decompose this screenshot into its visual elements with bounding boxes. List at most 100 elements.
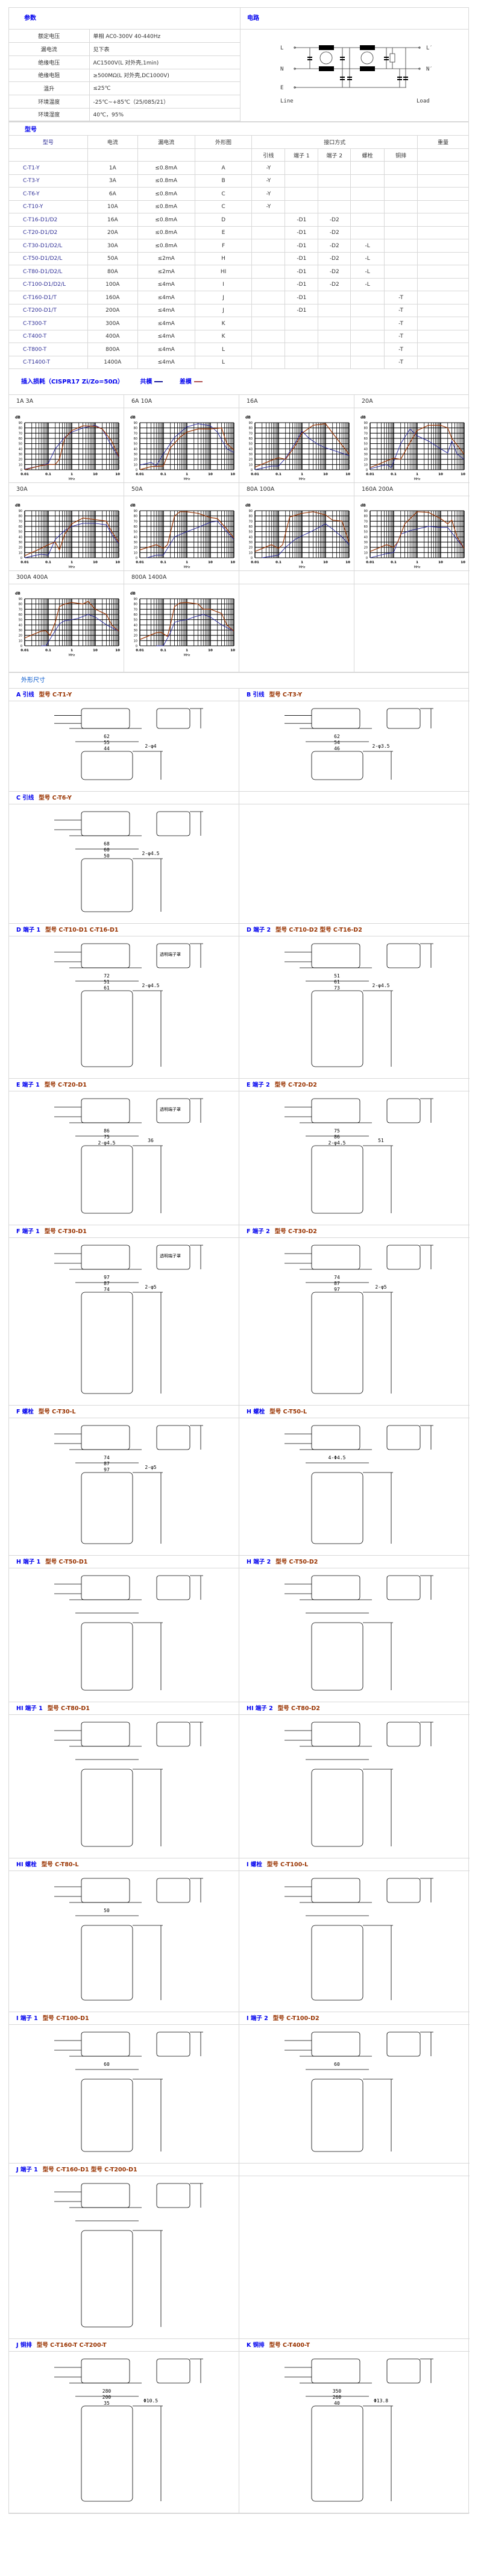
model-bus — [384, 265, 418, 279]
y-axis-label: dB — [130, 592, 136, 596]
circuit-label-e: E — [280, 85, 283, 91]
x-tick-label: 100 — [461, 561, 465, 564]
model-lead — [251, 277, 286, 292]
y-tick-label: 10 — [19, 640, 22, 643]
side-view-body — [311, 1098, 360, 1123]
model-weight — [417, 291, 469, 305]
side-view-body — [311, 1425, 360, 1450]
legend-dm-swatch — [193, 381, 203, 383]
param-value: 单相 AC0-300V 40-440Hz — [89, 30, 240, 43]
outline-code: I 端子 2 — [247, 2015, 268, 2022]
series-common-mode — [139, 423, 234, 467]
param-row: 额定电压单相 AC0-300V 40-440Hz — [9, 30, 240, 43]
x-tick-label: 0.1 — [45, 649, 51, 652]
param-value: 见下表 — [89, 42, 240, 56]
side-view-body — [81, 2183, 130, 2208]
circuit-label-n: N — [280, 66, 283, 72]
y-tick-label: 0 — [136, 469, 137, 472]
series-common-mode — [254, 431, 350, 470]
terminal-cover-note: 透明端子罩 — [160, 1106, 181, 1112]
model-bus: -T — [384, 343, 418, 356]
y-tick-label: 10 — [364, 552, 368, 555]
model-current: 300A — [87, 317, 138, 330]
x-tick-label: 100 — [230, 473, 235, 476]
y-tick-label: 60 — [19, 525, 22, 529]
outline-drawing — [54, 1575, 203, 1691]
circuit-title: 电路 — [241, 8, 468, 30]
y-tick-label: 0 — [20, 557, 22, 560]
top-view-body — [81, 751, 133, 780]
x-tick-label: 100 — [115, 649, 120, 652]
end-view-body — [386, 2031, 421, 2057]
model-lead — [251, 317, 286, 330]
model-weight — [417, 265, 469, 279]
drawing-body-row: 50 — [9, 1871, 470, 2013]
model-outline: J — [194, 291, 253, 305]
dimension-label: 62 — [334, 734, 340, 739]
y-tick-label: 50 — [19, 443, 22, 446]
model-weight — [417, 251, 469, 266]
y-tick-label: 60 — [19, 613, 22, 617]
outline-code: H 螺栓 — [247, 1409, 265, 1416]
model-t1 — [285, 317, 319, 330]
model-current: 200A — [87, 303, 138, 318]
side-view-body — [311, 1245, 360, 1270]
top-view-body — [311, 1622, 363, 1691]
end-view-body — [156, 1098, 190, 1123]
model-t1 — [285, 355, 319, 370]
dimension-label: 87 — [104, 1461, 110, 1466]
model-lead — [251, 355, 286, 370]
model-current: 1400A — [87, 355, 138, 370]
side-view-body — [81, 2358, 130, 2384]
series-common-mode — [24, 523, 119, 558]
y-tick-label: 70 — [19, 432, 22, 436]
x-tick-label: 0.01 — [251, 473, 259, 476]
model-bus: -T — [384, 317, 418, 330]
col-outline: 外形图 — [194, 135, 253, 149]
model-t1 — [285, 161, 319, 175]
outline-models: 型号 C-T10-D1 C-T16-D1 — [45, 927, 119, 934]
y-tick-label: 20 — [134, 546, 137, 550]
dimension-label: 51 — [104, 979, 110, 985]
param-value: AC1500V(L 对外壳,1min) — [89, 55, 240, 69]
model-name: C-T160-D1/T — [8, 291, 88, 305]
model-bolt — [350, 291, 385, 305]
model-weight — [417, 329, 469, 344]
drawing-header-row: C 引线型号 C-T6-Y — [9, 792, 470, 805]
dimension-label: 2-φ4.5 — [329, 1140, 346, 1146]
col-current: 电流 — [87, 135, 138, 149]
model-bolt — [350, 200, 385, 214]
end-view-body — [386, 1425, 421, 1450]
model-t1: -D1 — [285, 226, 319, 240]
outline-models: 型号 C-T20-D2 — [274, 1082, 317, 1089]
dimension-label: 55 — [104, 740, 110, 745]
model-weight — [417, 277, 469, 292]
y-tick-label: 60 — [364, 437, 368, 441]
param-row: 漏电流见下表 — [9, 42, 240, 56]
side-view-body — [81, 2031, 130, 2057]
model-name: C-T16-D1/D2 — [8, 213, 88, 227]
dimension-label: 200 — [102, 2394, 112, 2400]
top-view-body — [311, 1292, 363, 1394]
drawing-title: A 引线型号 C-T1-Y — [9, 689, 239, 702]
y-tick-label: 60 — [134, 437, 137, 441]
outline-models: 型号 C-T80-D1 — [47, 1705, 90, 1713]
y-tick-label: 90 — [19, 421, 22, 425]
top-view-body — [81, 1145, 133, 1214]
top-view-body — [81, 1925, 133, 2001]
model-outline: D — [194, 213, 253, 227]
